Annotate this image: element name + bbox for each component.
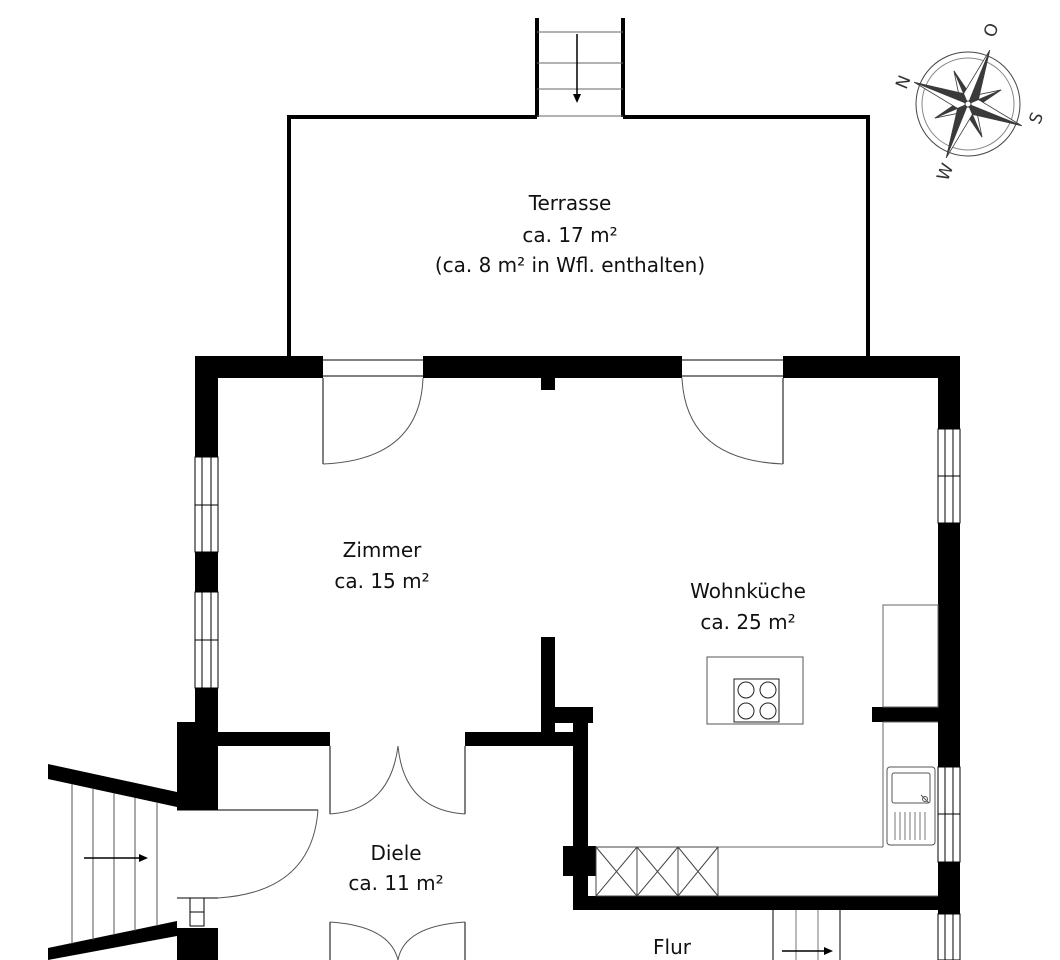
window-left-lower — [194, 591, 219, 689]
terrace-stairs — [535, 18, 625, 117]
zimmer-area: ca. 15 m² — [334, 569, 429, 593]
compass-east-label: O — [980, 20, 1004, 40]
compass-south-label: S — [1026, 110, 1049, 128]
entrance-stairs-arrow — [84, 854, 148, 862]
terrace — [287, 115, 870, 357]
door-entrance — [177, 809, 319, 899]
compass-north-label: N — [892, 73, 915, 92]
cooktop-icon — [733, 678, 780, 723]
kitchen-counter-right-lower — [882, 721, 938, 847]
window-right-upper — [937, 428, 961, 524]
compass-rose-icon — [914, 50, 1022, 158]
diele-area: ca. 11 m² — [348, 871, 443, 895]
exterior-walls — [177, 356, 960, 960]
kitchen-island — [706, 656, 804, 725]
entrance-stairs — [48, 764, 177, 960]
window-entrance — [189, 897, 205, 927]
kitchen-counter-bottom — [596, 846, 938, 897]
kitchen-cabinets — [595, 846, 719, 897]
kitchen-sink — [886, 766, 936, 846]
diele-name: Diele — [370, 841, 421, 865]
terrace-name: Terrasse — [528, 191, 612, 215]
interior-walls — [218, 637, 960, 910]
window-right-lower — [937, 913, 961, 960]
zimmer-name: Zimmer — [343, 538, 423, 562]
terrace-stairs-arrow — [573, 34, 581, 103]
door-diele-bottom — [329, 921, 466, 960]
door-terrace-left — [322, 359, 424, 465]
window-left-upper — [194, 456, 219, 553]
kitchen-counter-right-upper — [882, 604, 939, 708]
flur-stairs-arrow — [782, 947, 833, 955]
flur-name: Flur — [653, 935, 692, 959]
compass-west-label: W — [934, 161, 959, 184]
flur-stairs — [772, 910, 841, 960]
door-terrace-right — [681, 359, 784, 465]
wohnkueche-name: Wohnküche — [690, 579, 806, 603]
door-zimmer-diele — [329, 745, 466, 815]
window-right-middle — [937, 766, 961, 863]
terrace-area: ca. 17 m² — [522, 223, 617, 247]
terrace-note: (ca. 8 m² in Wfl. enthalten) — [435, 253, 705, 277]
wohnkueche-area: ca. 25 m² — [700, 610, 795, 634]
